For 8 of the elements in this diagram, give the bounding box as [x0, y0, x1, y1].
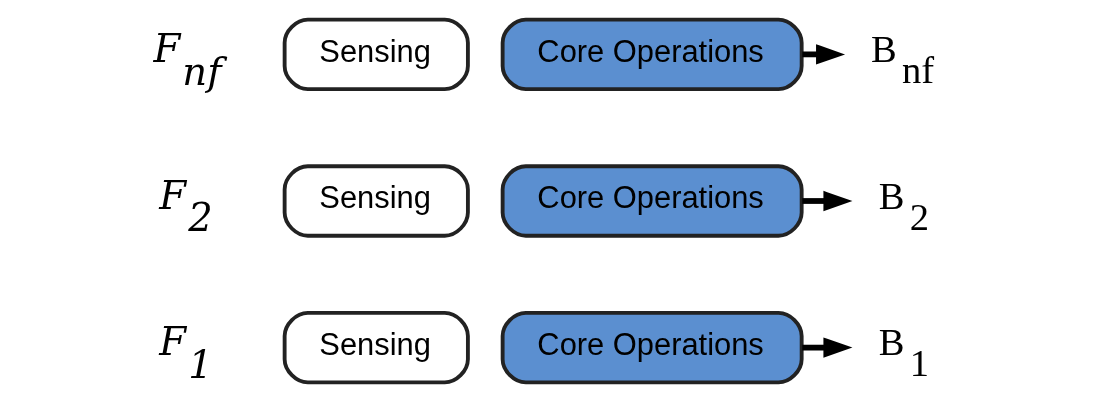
node-box: Core Operations	[500, 164, 804, 238]
node-box: Core Operations	[500, 310, 804, 385]
arrow	[802, 337, 853, 358]
node-box: Sensing	[282, 17, 470, 92]
node-box: Sensing	[282, 310, 470, 385]
node-box: Core Operations	[500, 17, 804, 92]
arrow	[802, 190, 853, 212]
node-box: Sensing	[282, 164, 470, 238]
